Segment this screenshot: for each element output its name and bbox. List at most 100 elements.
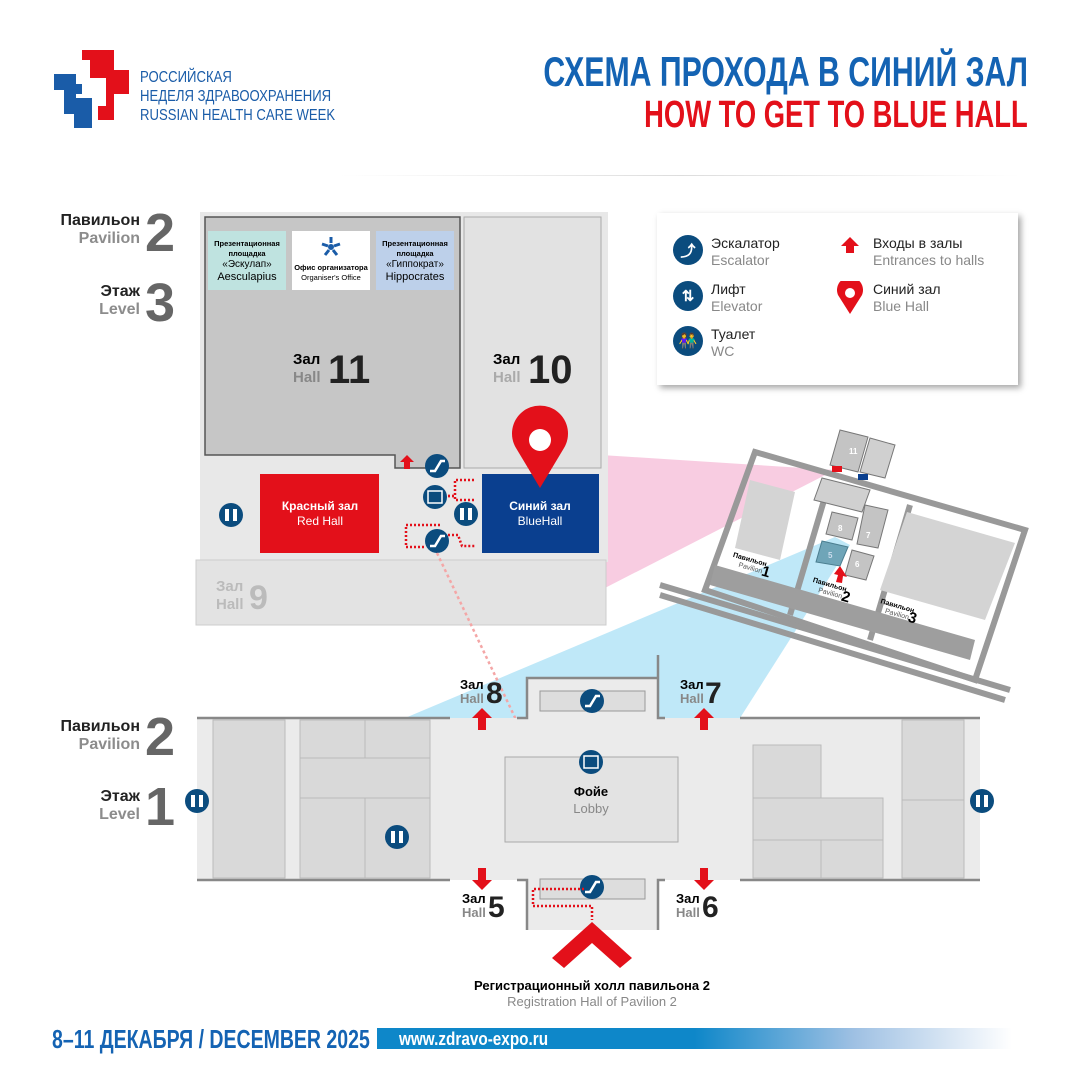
hall-6-en: Hall (676, 905, 700, 920)
entrance-arrow-icon (694, 708, 714, 730)
url-band: www.zdravo-expo.ru (377, 1028, 1012, 1049)
lower-floor-number: 1 (145, 777, 176, 837)
escalator-icon (425, 454, 449, 478)
hippocrates-text: «Гиппократ» (386, 259, 444, 270)
hall-8-number: 8 (486, 677, 503, 710)
hall-11-en: Hall (293, 369, 321, 386)
legend-en: Blue Hall (873, 298, 930, 314)
legend-ru: Туалет (711, 326, 756, 342)
aesculapius-text: Aesculapius (217, 271, 277, 283)
registration-ru: Регистрационный холл павильона 2 (474, 978, 710, 993)
site-hall-label: 11 (849, 447, 858, 456)
hall-6-number: 6 (702, 891, 719, 924)
lower-floor-plan (197, 655, 980, 930)
hall-6-ru: Зал (676, 891, 700, 906)
blue-hall-pin-icon (835, 281, 865, 315)
label-ru: Павильон (60, 212, 140, 229)
logo-line: РОССИЙСКАЯ (140, 69, 232, 86)
legend-ru: Входы в залы (873, 235, 963, 251)
organiser-logo-icon (321, 237, 341, 256)
hall-9-ru: Зал (216, 578, 243, 595)
red-hall[interactable] (260, 474, 379, 553)
logo-line: НЕДЕЛЯ ЗДРАВООХРАНЕНИЯ (140, 88, 332, 105)
escalator-icon (425, 529, 449, 553)
hippocrates-area[interactable] (376, 231, 454, 290)
hall-5-ru: Зал (462, 891, 486, 906)
aesculapius-area[interactable] (208, 231, 286, 290)
aesculapius-text: площадка (228, 249, 266, 258)
escalator-icon: ⤴ (673, 235, 703, 265)
site-hall-label: 5 (828, 551, 833, 560)
legend-en: Entrances to halls (873, 252, 985, 268)
hall-8-en: Hall (460, 691, 484, 706)
legend-ru: Лифт (711, 281, 746, 297)
hall-11-number: 11 (328, 348, 370, 392)
label-en: Level (99, 301, 140, 318)
site-overview-map (659, 429, 1029, 703)
site-hall-label: 7 (866, 531, 871, 540)
page-title-ru: СХЕМА ПРОХОДА В СИНИЙ ЗАЛ (543, 48, 1028, 95)
label-ru: Павильон (60, 718, 140, 735)
label-en: Level (99, 806, 140, 823)
entrance-arrow-icon (472, 868, 492, 890)
site-hall-label: 6 (855, 560, 860, 569)
elevator-icon (579, 750, 603, 774)
lower-floor-label: Этаж Level (0, 788, 140, 824)
upper-floor-label: Этаж Level (0, 283, 140, 319)
escalator-icon (580, 689, 604, 713)
entrance-arrow-icon (472, 708, 492, 730)
office-text: Organiser's Office (301, 273, 361, 282)
hall-5-number: 5 (488, 891, 505, 924)
legend-ru: Эскалатор (711, 235, 780, 251)
hippocrates-text: площадка (396, 249, 434, 258)
hall-7-en: Hall (680, 691, 704, 706)
hall-10-en: Hall (493, 369, 521, 386)
route-dotted-lower (531, 887, 594, 920)
hippocrates-text: Презентационная (382, 239, 448, 248)
lower-pavilion-number: 2 (145, 707, 176, 767)
hall-7-number: 7 (705, 677, 722, 710)
page-title-en: HOW TO GET TO BLUE HALL (644, 94, 1028, 136)
divider (340, 175, 1020, 176)
legend-ru: Синий зал (873, 281, 941, 297)
legend-en: Elevator (711, 298, 763, 314)
wc-icon (385, 825, 409, 849)
route-dotted-upper (404, 478, 475, 549)
wc-icon (219, 503, 243, 527)
hall-8-ru: Зал (460, 677, 484, 692)
blue-hall-pin-icon (512, 405, 569, 488)
entrance-arrow-icon (835, 235, 865, 265)
website-link[interactable]: www.zdravo-expo.ru (399, 1029, 549, 1049)
hall-10-ru: Зал (493, 351, 520, 368)
wc-icon (970, 789, 994, 813)
hippocrates-text: Hippocrates (386, 271, 445, 283)
hall-9-number: 9 (249, 579, 268, 617)
upper-floor-plan (195, 212, 608, 626)
lower-pavilion-label: Павильон Pavilion (0, 718, 140, 754)
registration-en: Registration Hall of Pavilion 2 (507, 994, 677, 1009)
upper-pavilion-label: Павильон Pavilion (0, 212, 140, 248)
label-ru: Этаж (100, 788, 140, 805)
event-date: 8–11 ДЕКАБРЯ / DECEMBER 2025 (52, 1024, 370, 1054)
red-hall-en: Red Hall (297, 514, 343, 528)
blue-hall-en: BlueHall (518, 514, 563, 528)
hall-10-number: 10 (528, 348, 573, 392)
wc-icon: 👫 (673, 326, 703, 356)
logo-line: RUSSIAN HEALTH CARE WEEK (140, 107, 336, 124)
elevator-icon: ⇅ (673, 281, 703, 311)
hall-9-en: Hall (216, 596, 244, 613)
lobby-en: Lobby (573, 801, 609, 816)
site-hall-label: 8 (838, 524, 843, 533)
legend-en: Escalator (711, 252, 770, 268)
red-hall-ru: Красный зал (282, 499, 358, 513)
logo-cross-icon (54, 50, 129, 128)
aesculapius-text: «Эскулап» (222, 259, 272, 270)
wc-icon (185, 789, 209, 813)
entrance-arrows (472, 708, 714, 890)
legend-en: WC (711, 343, 735, 359)
